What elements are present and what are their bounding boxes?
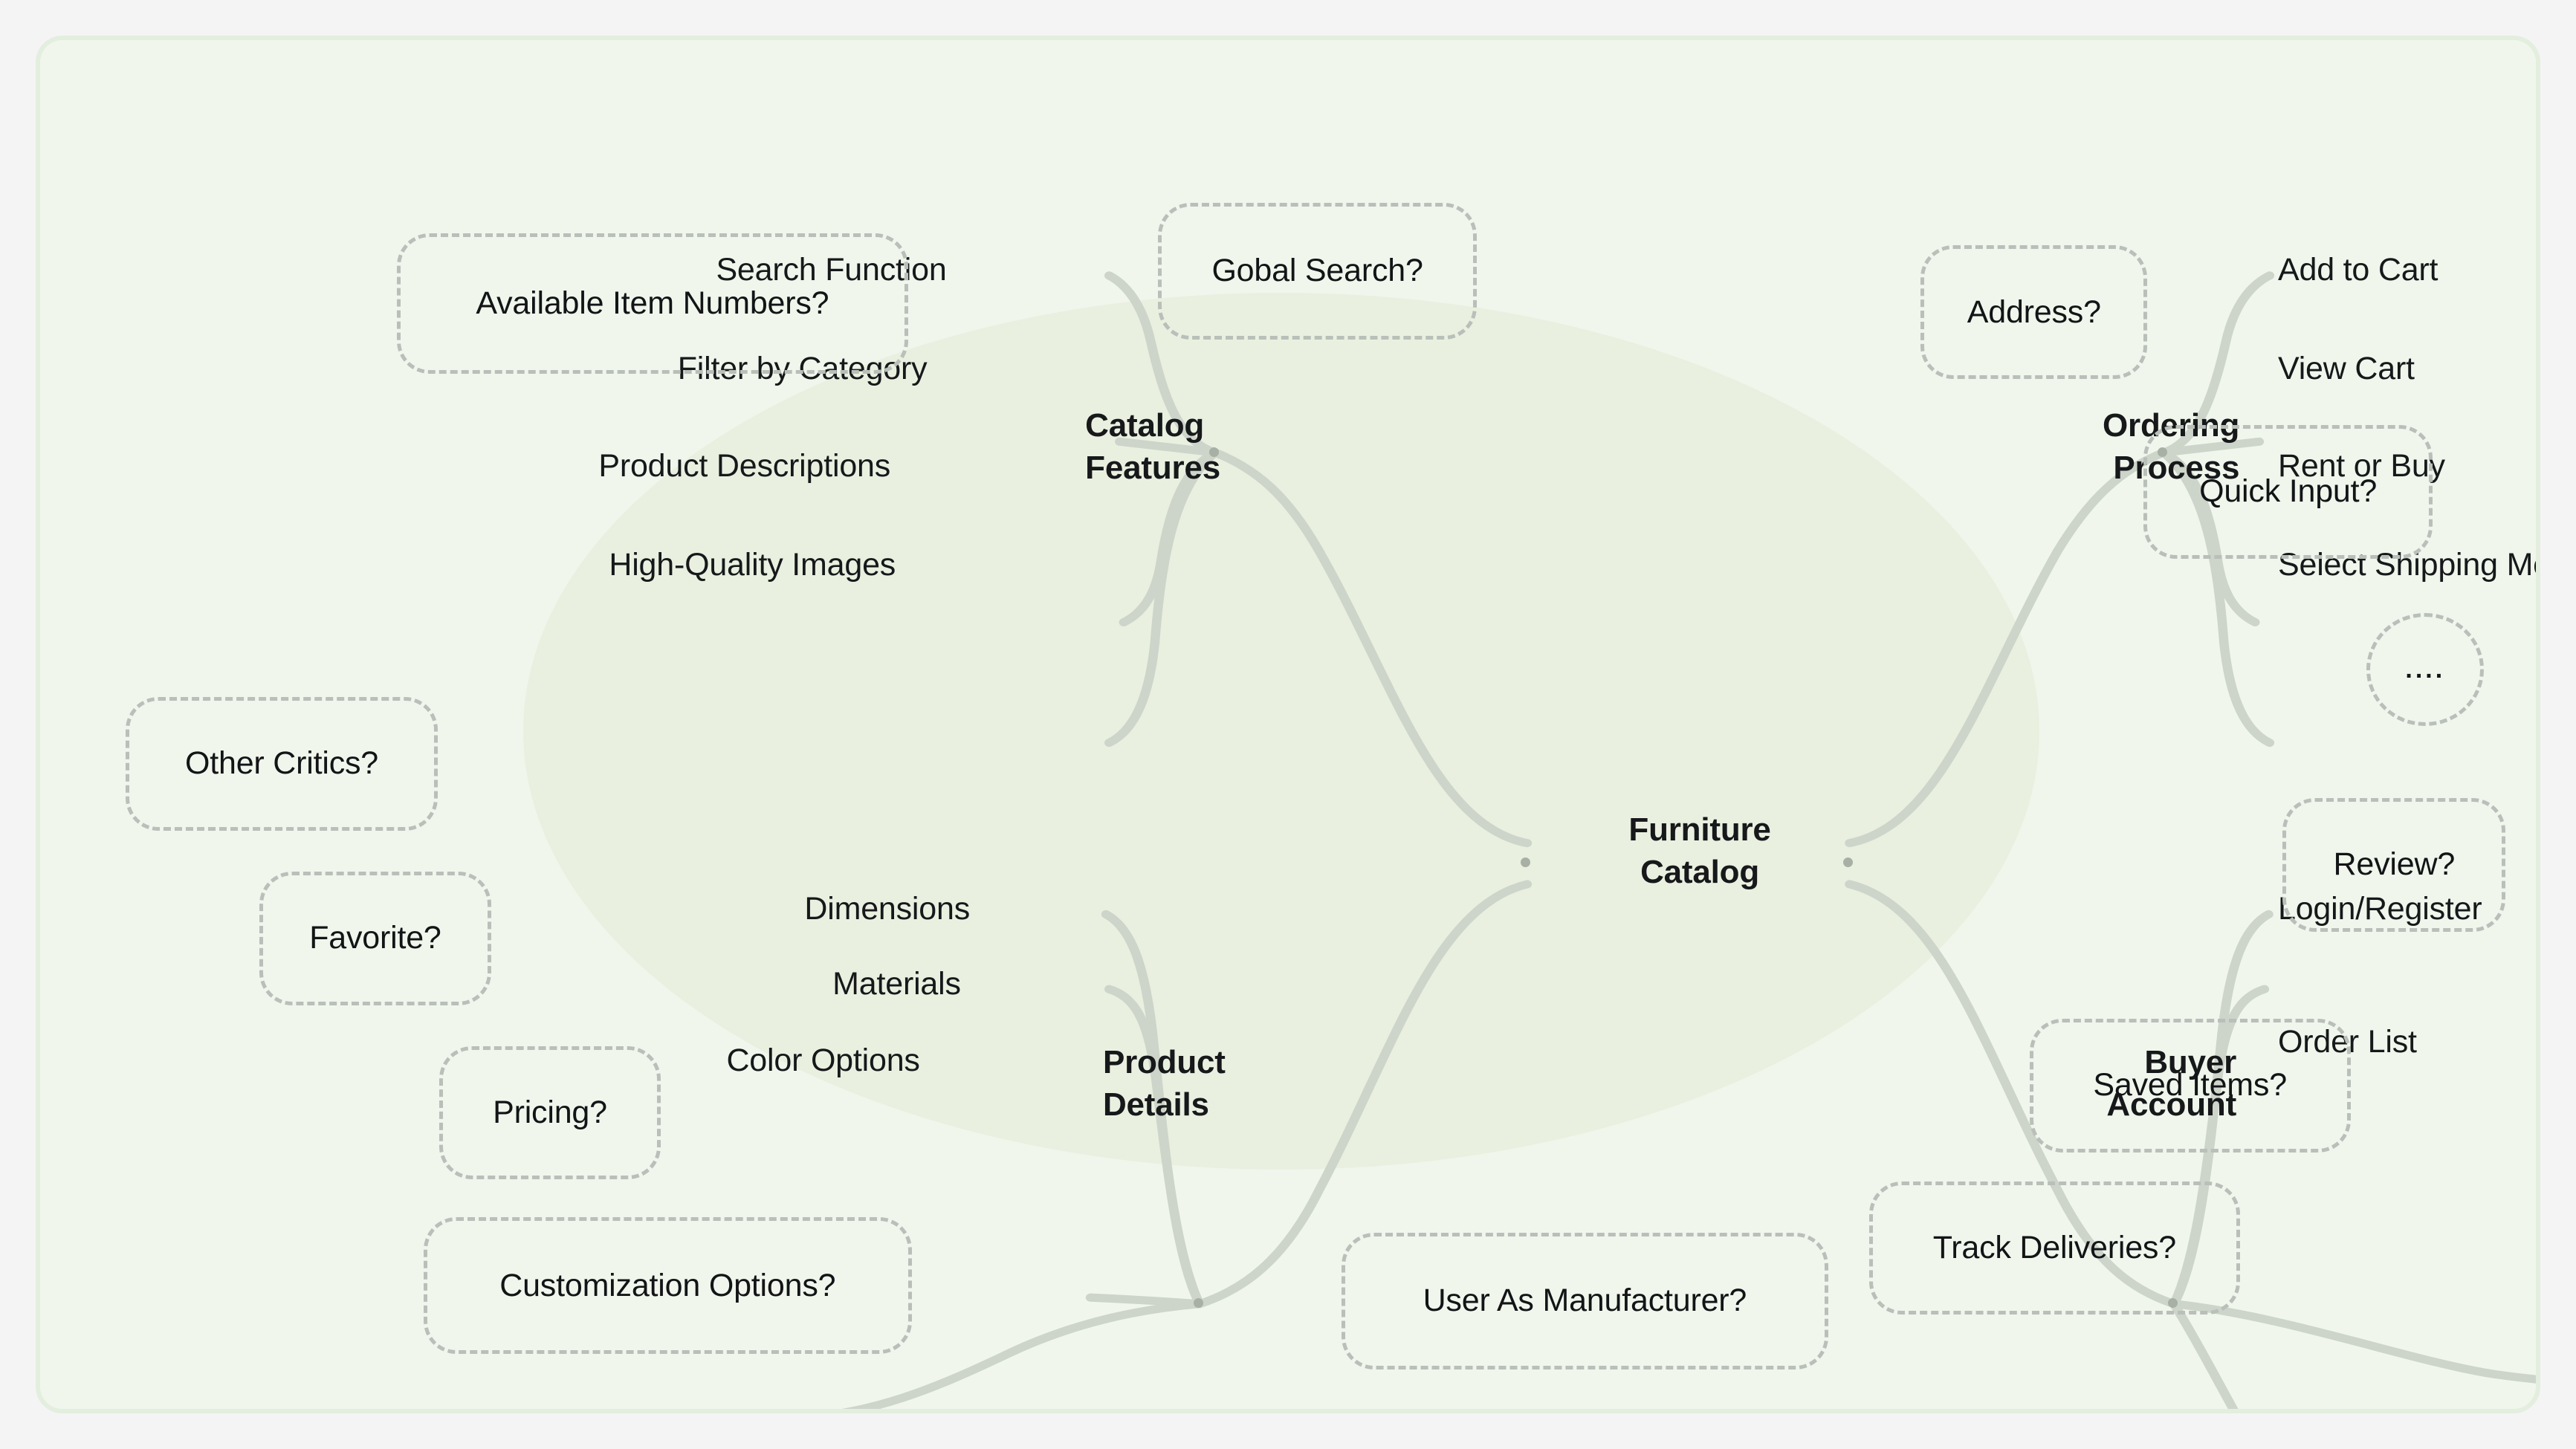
- sticky-customization-options[interactable]: Customization Options?: [423, 1217, 912, 1355]
- sticky-review[interactable]: Review?: [2282, 798, 2506, 932]
- junction-root-right: [1843, 858, 1854, 868]
- junction-product-details: [1193, 1298, 1203, 1309]
- leaf-dimensions[interactable]: Dimensions: [804, 891, 971, 927]
- sticky-track-deliveries[interactable]: Track Deliveries?: [1868, 1181, 2240, 1315]
- sticky-ellipsis[interactable]: ....: [2366, 613, 2485, 727]
- root-node[interactable]: Furniture Catalog: [1544, 809, 1856, 893]
- leaf-view-cart[interactable]: View Cart: [2278, 351, 2415, 387]
- junction-buyer-account: [2167, 1298, 2178, 1309]
- sticky-pricing[interactable]: Pricing?: [439, 1046, 661, 1180]
- sticky-quick-input[interactable]: Quick Input?: [2143, 425, 2433, 559]
- leaf-product-descriptions[interactable]: Product Descriptions: [598, 448, 891, 484]
- sticky-favorite[interactable]: Favorite?: [259, 872, 491, 1005]
- branch-buyer-account[interactable]: Buyer Account: [1966, 1042, 2236, 1126]
- branch-ordering-process-line2: Process: [2113, 449, 2240, 486]
- edge-ba-saved-items: [2169, 1300, 2536, 1384]
- sticky-gobal-search[interactable]: Gobal Search?: [1157, 202, 1478, 340]
- branch-product-details-line1: Product: [1102, 1044, 1226, 1081]
- leaf-materials[interactable]: Materials: [832, 965, 961, 1002]
- branch-catalog-features-line2: Features: [1085, 449, 1220, 486]
- branch-buyer-account-line1: Buyer: [2144, 1044, 2237, 1081]
- branch-product-details-line2: Details: [1102, 1086, 1209, 1123]
- leaf-color-options[interactable]: Color Options: [726, 1042, 920, 1078]
- canvas-panel: Furniture Catalog Catalog Features Searc…: [36, 36, 2540, 1413]
- junction-catalog-features: [1208, 447, 1219, 457]
- leaf-search-function[interactable]: Search Function: [716, 252, 947, 288]
- leaf-add-to-cart[interactable]: Add to Cart: [2278, 252, 2439, 288]
- sticky-available-item-numbers[interactable]: Available Item Numbers?: [396, 233, 909, 374]
- edge-ba-track-deliveries: [2169, 1300, 2239, 1409]
- edge-pd-color-options: [1085, 1293, 1205, 1309]
- root-node-line2: Catalog: [1640, 853, 1760, 890]
- branch-product-details[interactable]: Product Details: [1103, 1042, 1363, 1126]
- root-node-line1: Furniture: [1628, 811, 1771, 849]
- sticky-saved-items[interactable]: Saved Items?: [2029, 1019, 2351, 1153]
- sticky-other-critics[interactable]: Other Critics?: [126, 697, 438, 831]
- junction-root-left: [1521, 858, 1531, 868]
- leaf-high-quality-images[interactable]: High-Quality Images: [609, 547, 896, 583]
- sticky-address[interactable]: Address?: [1920, 245, 2148, 379]
- branch-catalog-features[interactable]: Catalog Features: [1085, 405, 1345, 489]
- branch-catalog-features-line1: Catalog: [1085, 407, 1205, 444]
- sticky-user-as-manufacturer[interactable]: User As Manufacturer?: [1341, 1232, 1828, 1370]
- branch-buyer-account-line2: Account: [2106, 1086, 2237, 1123]
